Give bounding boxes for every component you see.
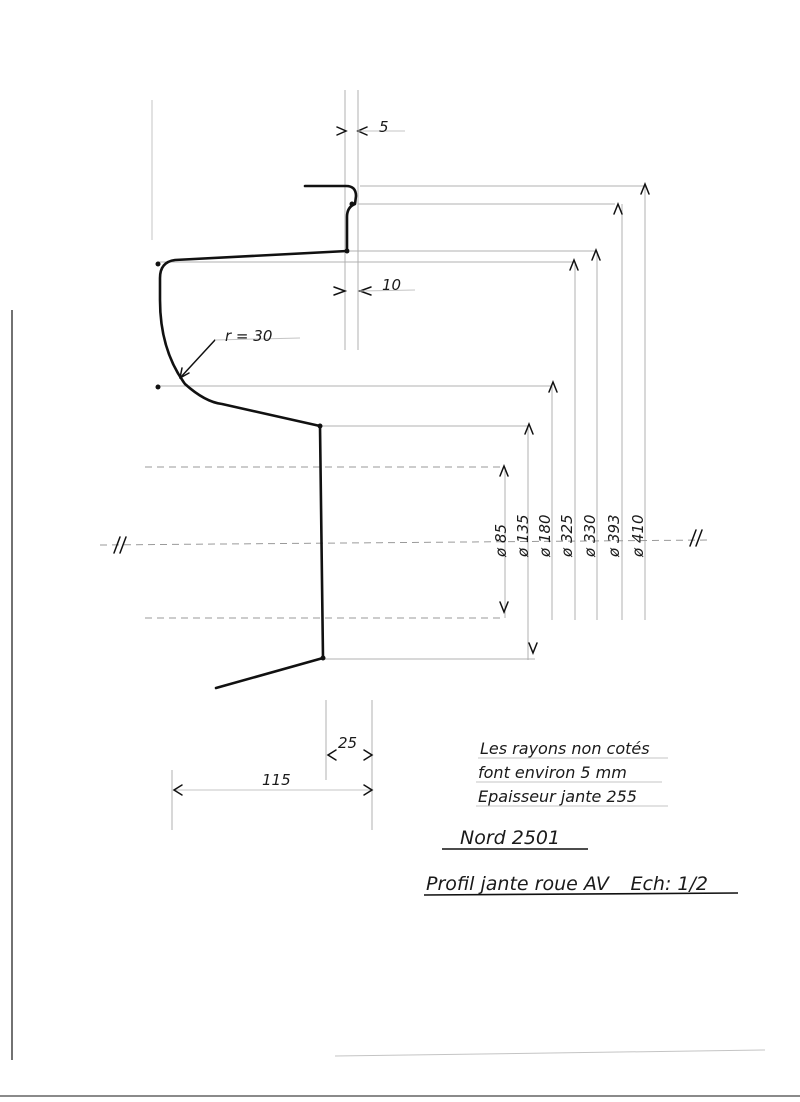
arrow-325-top xyxy=(569,257,579,271)
arrow-135-top xyxy=(524,421,534,435)
radius-label: r = 30 xyxy=(225,327,272,345)
profile-dot-5 xyxy=(317,423,323,429)
diameter-label-330: ø 330 xyxy=(581,514,599,558)
drawing-reference: Nord 2501 xyxy=(460,827,560,849)
radius-leader-arrow xyxy=(179,367,190,379)
dim-5-label: 5 xyxy=(379,118,389,136)
diameter-label-410: ø 410 xyxy=(629,514,647,558)
diameter-label-135: ø 135 xyxy=(514,514,532,558)
dim-10-label: 10 xyxy=(382,276,401,294)
note-line-1: Les rayons non cotés xyxy=(480,739,650,758)
drawing-title: Profil jante roue AV _ Ech: 1/2 xyxy=(426,873,708,895)
dim-5-arrow-left xyxy=(336,126,348,136)
profile-dot-6 xyxy=(320,655,326,661)
note-line-2: font environ 5 mm xyxy=(478,763,627,782)
diameter-labels: ø 85 ø 135 ø 180 ø 325 ø 330 ø 393 ø 410 xyxy=(492,514,647,558)
axis-break-right xyxy=(689,529,703,547)
note-line-3: Epaisseur jante 255 xyxy=(478,787,637,806)
arrow-330-top xyxy=(591,247,601,261)
arrow-393-top xyxy=(613,201,623,215)
dim-25-arrow-right xyxy=(363,749,374,761)
bottom-rule xyxy=(334,1049,766,1057)
arrow-180-top xyxy=(548,379,558,393)
diameter-label-180: ø 180 xyxy=(536,514,554,558)
diameter-label-85: ø 85 xyxy=(492,524,510,558)
profile-dot-1 xyxy=(349,201,355,207)
dim-10-tail xyxy=(359,289,416,292)
notes-block: Les rayons non cotés font environ 5 mm E… xyxy=(476,739,668,807)
profile-dot-4 xyxy=(155,384,161,390)
dim-115-arrow-right xyxy=(363,784,374,796)
profile-dot-2 xyxy=(344,248,350,254)
drawing-title-underline xyxy=(423,892,739,896)
profile-dot-3 xyxy=(155,261,161,267)
radius-leader-line xyxy=(179,339,216,379)
dim-25-arrow-left xyxy=(326,749,337,761)
radius-leader-tail xyxy=(214,337,301,341)
arrow-85-top xyxy=(499,463,509,477)
arrow-410-top xyxy=(640,181,650,195)
dim-10-arrow-left xyxy=(333,286,348,296)
centre-axis xyxy=(99,539,711,546)
diameter-label-393: ø 393 xyxy=(605,514,623,558)
dim-25-label: 25 xyxy=(338,734,357,752)
rim-profile-line xyxy=(158,184,358,690)
diameter-label-325: ø 325 xyxy=(558,514,576,558)
axis-break-left xyxy=(113,536,127,554)
dim-115-label: 115 xyxy=(262,771,291,789)
arrow-85-bottom xyxy=(499,601,509,615)
dim-115-arrow-left xyxy=(172,784,183,796)
arrow-135-bottom xyxy=(528,642,538,656)
